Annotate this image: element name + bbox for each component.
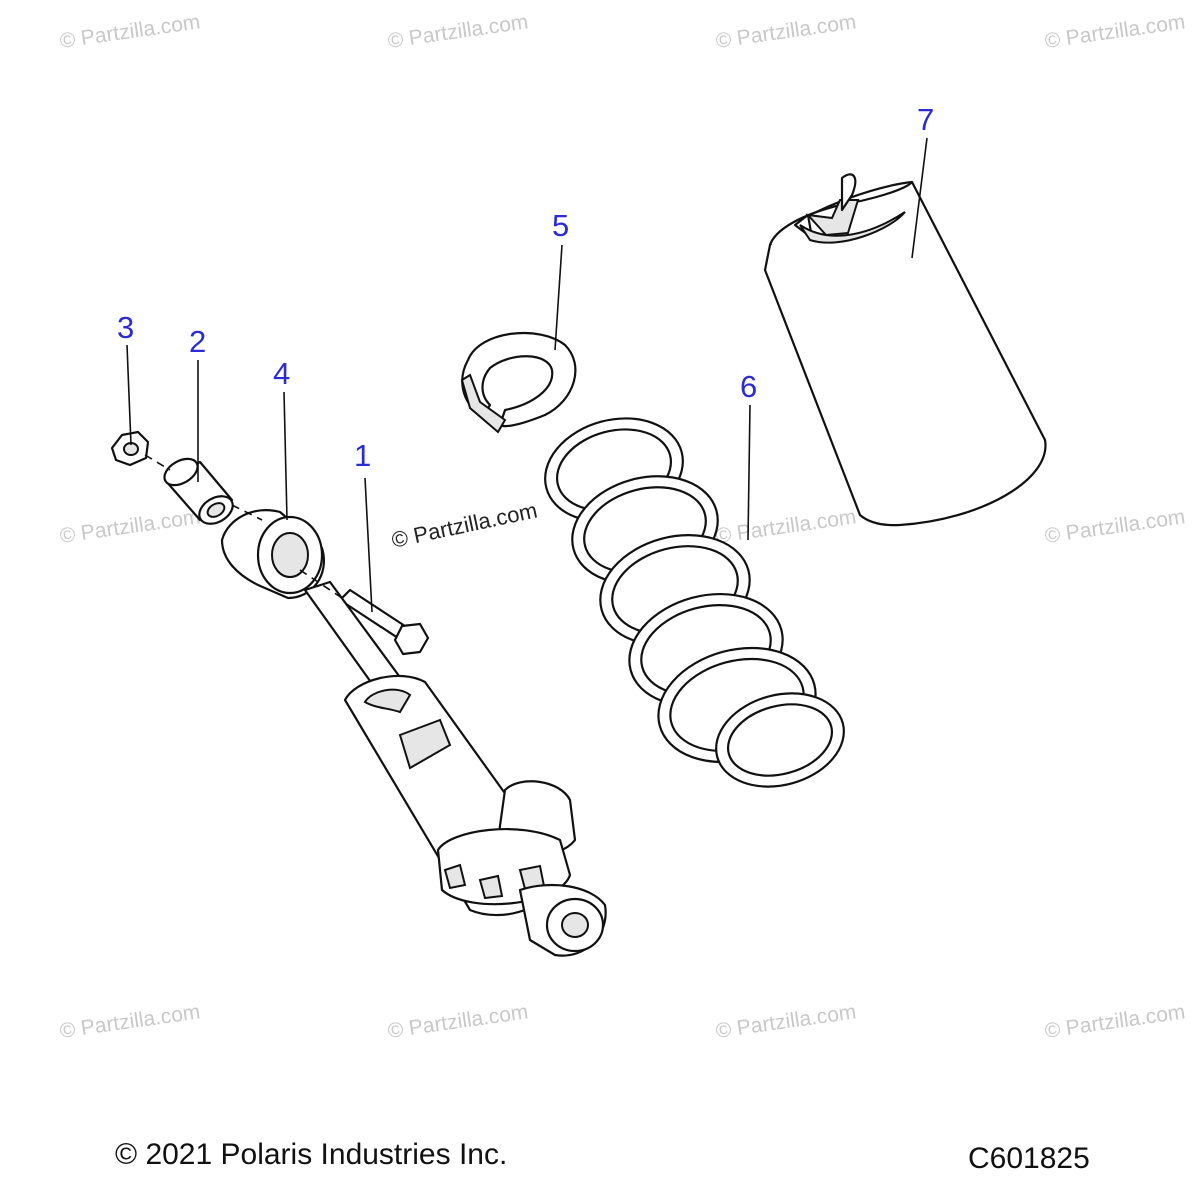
- part-4-shock-absorber: [220, 509, 607, 957]
- part-7-spring-cover: [763, 173, 1047, 527]
- leader-line-5: [554, 244, 563, 351]
- part-3-nut: [110, 430, 150, 467]
- copyright-text: © 2021 Polaris Industries Inc.: [115, 1138, 508, 1171]
- callout-6: 6: [740, 369, 758, 404]
- part-6-coil-spring: [544, 417, 845, 788]
- part-1-bolt: [338, 588, 430, 656]
- leader-line-7: [911, 137, 928, 259]
- assembly-line: [144, 454, 346, 601]
- callout-3: 3: [117, 310, 135, 345]
- leader-line-3: [126, 344, 132, 446]
- part-5-spring-retainer: [460, 331, 577, 434]
- part-2-bushing: [163, 457, 234, 525]
- leader-line-6: [747, 404, 751, 541]
- callout-1: 1: [354, 438, 372, 473]
- leader-line-4: [283, 391, 288, 521]
- callout-7: 7: [917, 102, 935, 137]
- callout-5: 5: [552, 208, 570, 243]
- callout-4: 4: [273, 356, 291, 391]
- callout-2: 2: [189, 324, 207, 359]
- leader-line-1: [364, 477, 373, 613]
- diagram-code: C601825: [968, 1142, 1090, 1175]
